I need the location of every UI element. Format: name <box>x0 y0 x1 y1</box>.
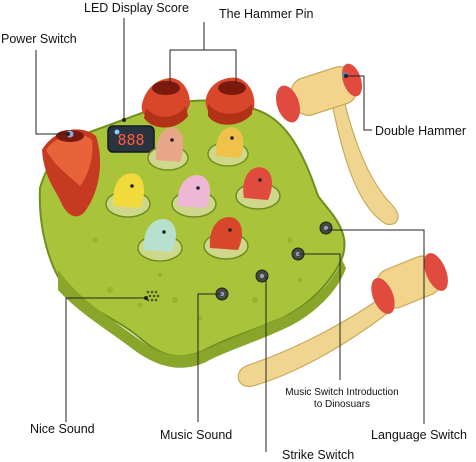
label-music-switch-line1: Music Switch Introduction <box>285 387 399 398</box>
callout-lines <box>35 18 425 452</box>
label-led-display-score: LED Display Score <box>84 1 189 15</box>
label-nice-sound: Nice Sound <box>30 422 95 436</box>
label-hammer-pin: The Hammer Pin <box>219 7 314 21</box>
label-music-switch-line2: to Dinosuars <box>313 399 371 410</box>
pin-volcano-2 <box>205 77 255 125</box>
led-display: 888 <box>107 125 155 153</box>
label-power-switch: Power Switch <box>1 32 77 46</box>
lower-hammer <box>237 253 448 388</box>
upper-hammer <box>276 63 399 226</box>
label-music-switch-introduction: Music Switch Introduction to Dinosuars <box>278 387 406 411</box>
led-digits: 888 <box>117 131 144 149</box>
left-volcano <box>42 129 101 217</box>
callout-dots <box>66 74 348 300</box>
speaker-grille <box>146 290 160 302</box>
pin-volcano-1 <box>141 78 190 128</box>
dino-eggs <box>105 127 281 262</box>
toy-board <box>38 99 346 368</box>
label-music-sound: Music Sound <box>160 428 233 442</box>
label-double-hammer: Double Hammer <box>375 124 467 138</box>
label-strike-switch: Strike Switch <box>282 448 355 462</box>
label-language-switch: Language Switch <box>371 428 467 442</box>
